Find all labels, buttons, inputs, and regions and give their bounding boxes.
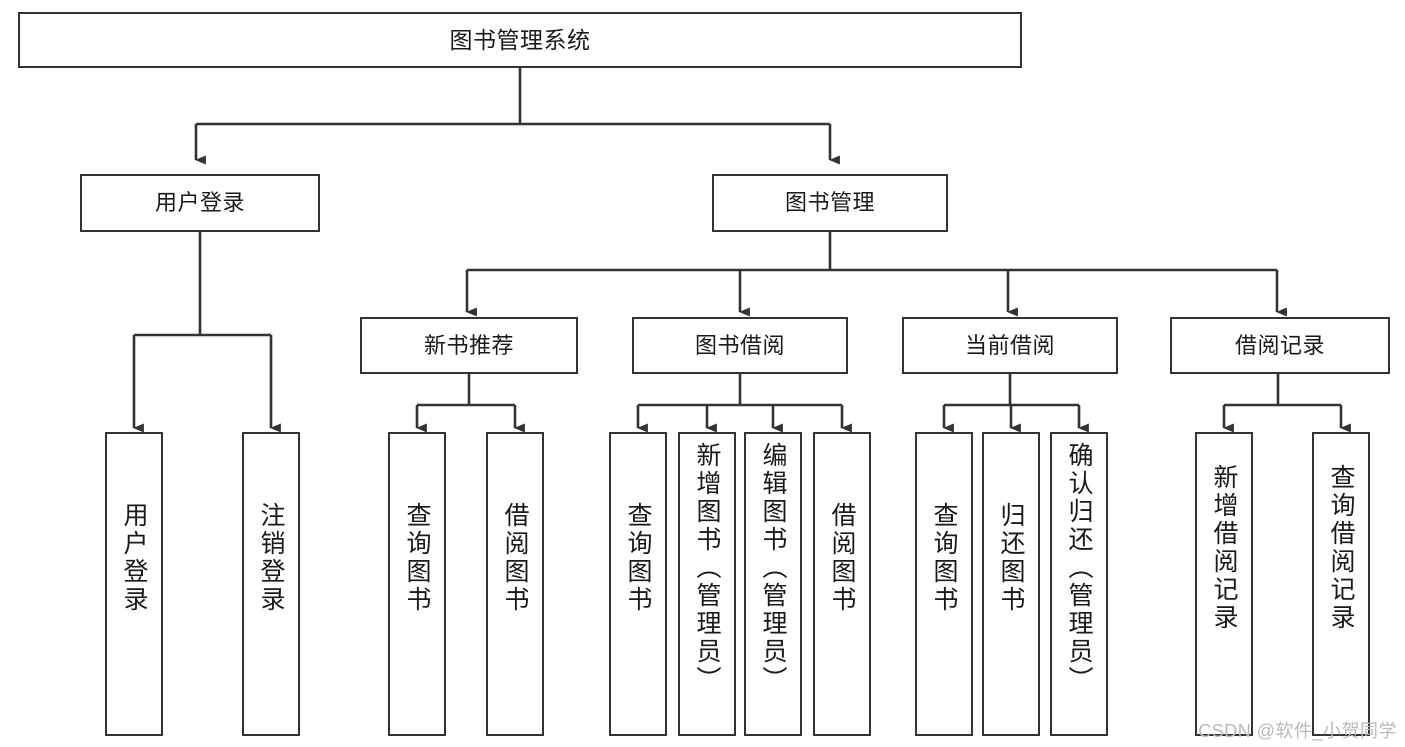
node-book-borrow-label: 图书借阅 bbox=[694, 332, 785, 358]
node-leaf-query-book-1[interactable]: 查询图书 bbox=[388, 432, 446, 736]
node-leaf-add-borrow-record-label: 新增借阅记录 bbox=[1210, 464, 1238, 632]
node-root-label: 图书管理系统 bbox=[449, 26, 591, 53]
node-root[interactable]: 图书管理系统 bbox=[18, 12, 1022, 68]
node-leaf-logout-login[interactable]: 注销登录 bbox=[242, 432, 300, 736]
node-leaf-user-login-label: 用户登录 bbox=[120, 502, 148, 614]
node-new-book-recommend-label: 新书推荐 bbox=[423, 332, 514, 358]
node-leaf-query-book-2-label: 查询图书 bbox=[624, 502, 652, 614]
node-leaf-query-borrow-record-label: 查询借阅记录 bbox=[1327, 464, 1355, 632]
node-leaf-query-book-1-label: 查询图书 bbox=[403, 502, 431, 614]
node-book-manage[interactable]: 图书管理 bbox=[712, 174, 948, 232]
node-current-borrow-label: 当前借阅 bbox=[964, 332, 1055, 358]
node-book-manage-label: 图书管理 bbox=[784, 190, 875, 215]
node-leaf-add-book-label: 新增图书（管理员） bbox=[693, 442, 721, 694]
node-leaf-borrow-book-2-label: 借阅图书 bbox=[828, 502, 856, 614]
node-leaf-confirm-return-label: 确认归还（管理员） bbox=[1065, 442, 1093, 694]
node-borrow-record[interactable]: 借阅记录 bbox=[1170, 317, 1390, 374]
node-leaf-logout-login-label: 注销登录 bbox=[257, 502, 285, 614]
node-leaf-query-book-3[interactable]: 查询图书 bbox=[915, 432, 973, 736]
node-user-login[interactable]: 用户登录 bbox=[80, 174, 320, 232]
node-leaf-query-borrow-record[interactable]: 查询借阅记录 bbox=[1312, 432, 1370, 736]
node-leaf-query-book-2[interactable]: 查询图书 bbox=[609, 432, 667, 736]
node-leaf-edit-book-label: 编辑图书（管理员） bbox=[759, 442, 787, 694]
node-leaf-borrow-book-1[interactable]: 借阅图书 bbox=[486, 432, 544, 736]
node-current-borrow[interactable]: 当前借阅 bbox=[902, 317, 1118, 374]
node-leaf-return-book[interactable]: 归还图书 bbox=[982, 432, 1040, 736]
node-new-book-recommend[interactable]: 新书推荐 bbox=[360, 317, 578, 374]
csdn-watermark: CSDN @软件_小贺同学 bbox=[1198, 721, 1397, 741]
node-leaf-add-book[interactable]: 新增图书（管理员） bbox=[678, 432, 736, 736]
node-borrow-record-label: 借阅记录 bbox=[1234, 332, 1325, 358]
node-book-borrow[interactable]: 图书借阅 bbox=[632, 317, 848, 374]
node-leaf-borrow-book-1-label: 借阅图书 bbox=[501, 502, 529, 614]
node-leaf-user-login[interactable]: 用户登录 bbox=[105, 432, 163, 736]
node-leaf-confirm-return[interactable]: 确认归还（管理员） bbox=[1050, 432, 1108, 736]
node-leaf-add-borrow-record[interactable]: 新增借阅记录 bbox=[1195, 432, 1253, 736]
node-leaf-return-book-label: 归还图书 bbox=[997, 502, 1025, 614]
node-user-login-label: 用户登录 bbox=[154, 190, 245, 215]
node-leaf-query-book-3-label: 查询图书 bbox=[930, 502, 958, 614]
node-leaf-borrow-book-2[interactable]: 借阅图书 bbox=[813, 432, 871, 736]
node-leaf-edit-book[interactable]: 编辑图书（管理员） bbox=[744, 432, 802, 736]
